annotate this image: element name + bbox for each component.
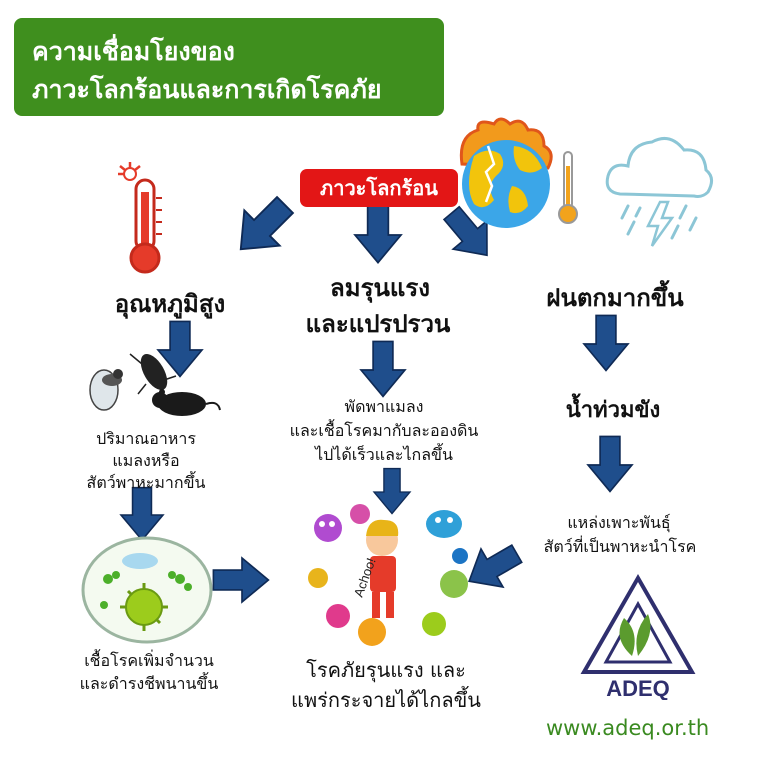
heading-high-temperature: อุณหภูมิสูง bbox=[114, 290, 226, 318]
germ-icon bbox=[308, 568, 328, 588]
arrow-to-temperature bbox=[222, 186, 304, 268]
germ-icon bbox=[358, 618, 386, 646]
petri-dish-germs-icon bbox=[81, 536, 213, 644]
germ-icon bbox=[326, 604, 350, 628]
leaf-icon bbox=[619, 614, 651, 656]
storm-cloud-icon bbox=[605, 136, 713, 247]
note-breeding-line-2: สัตว์ที่เป็นพาหะนำโรค bbox=[543, 537, 697, 556]
heading-wind-line-1: ลมรุนแรง bbox=[330, 274, 430, 302]
note-food-line-1: ปริมาณอาหาร bbox=[96, 429, 196, 448]
germ-icon bbox=[440, 570, 468, 598]
germ-icon bbox=[452, 548, 468, 564]
arrow-flood-to-breeding bbox=[587, 435, 633, 493]
note-breeding-line-1: แหล่งเพาะพันธุ์ bbox=[567, 513, 671, 532]
child-icon bbox=[366, 519, 399, 618]
title-banner: ความเชื่อมโยงของ ภาวะโลกร้อนและการเกิดโร… bbox=[14, 18, 444, 116]
website-url[interactable]: www.adeq.or.th bbox=[546, 716, 710, 740]
insects-and-rat-icon bbox=[89, 353, 221, 416]
caption-germ-line-2: และดำรงชีพนานขึ้น bbox=[79, 674, 219, 693]
virus-icon bbox=[120, 583, 168, 631]
germ-icon bbox=[422, 612, 446, 636]
heading-wind-line-2: และแปรปรวน bbox=[305, 310, 451, 338]
arrow-germ-to-disease bbox=[212, 557, 270, 603]
burning-earth-icon bbox=[459, 117, 578, 228]
arrow-rain-to-flood bbox=[583, 314, 629, 372]
thermometer-icon bbox=[118, 162, 162, 274]
rat-icon bbox=[152, 389, 221, 416]
heading-flooding: น้ำท่วมขัง bbox=[565, 398, 661, 423]
title-line-1: ความเชื่อมโยงของ bbox=[32, 37, 235, 66]
arrow-food-to-germ bbox=[120, 486, 164, 541]
note-carry-line-3: ไปได้เร็วและไกลขึ้น bbox=[315, 445, 453, 464]
title-line-2: ภาวะโลกร้อนและการเกิดโรคภัย bbox=[32, 75, 382, 104]
adeq-logo: ADEQ bbox=[580, 574, 696, 700]
note-food-line-2: แมลงหรือ bbox=[112, 451, 180, 470]
arrow-to-wind bbox=[354, 204, 402, 264]
germ-icon bbox=[314, 514, 342, 542]
caption-disease-line-1: โรคภัยรุนแรง และ bbox=[306, 658, 466, 682]
fly-icon bbox=[89, 369, 123, 411]
logo-text: ADEQ bbox=[606, 676, 670, 700]
sick-child-germs-illustration: Achoo! bbox=[308, 504, 468, 646]
cockroach-icon bbox=[129, 353, 177, 395]
germ-icon bbox=[350, 504, 370, 524]
note-carry-line-2: และเชื้อโรคมากับละอองดิน bbox=[289, 421, 479, 440]
note-carry-line-1: พัดพาแมลง bbox=[344, 397, 424, 416]
germ-icon bbox=[426, 510, 462, 538]
caption-germ-line-1: เชื้อโรคเพิ่มจำนวน bbox=[84, 651, 214, 670]
global-warming-tag: ภาวะโลกร้อน bbox=[300, 169, 458, 207]
arrow-wind-to-carry bbox=[360, 340, 406, 398]
note-food-line-3: สัตว์พาหะมากขึ้น bbox=[86, 473, 206, 492]
heading-more-rain: ฝนตกมากขึ้น bbox=[546, 284, 684, 312]
caption-disease-line-2: แพร่กระจายได้ไกลขึ้น bbox=[291, 688, 481, 712]
